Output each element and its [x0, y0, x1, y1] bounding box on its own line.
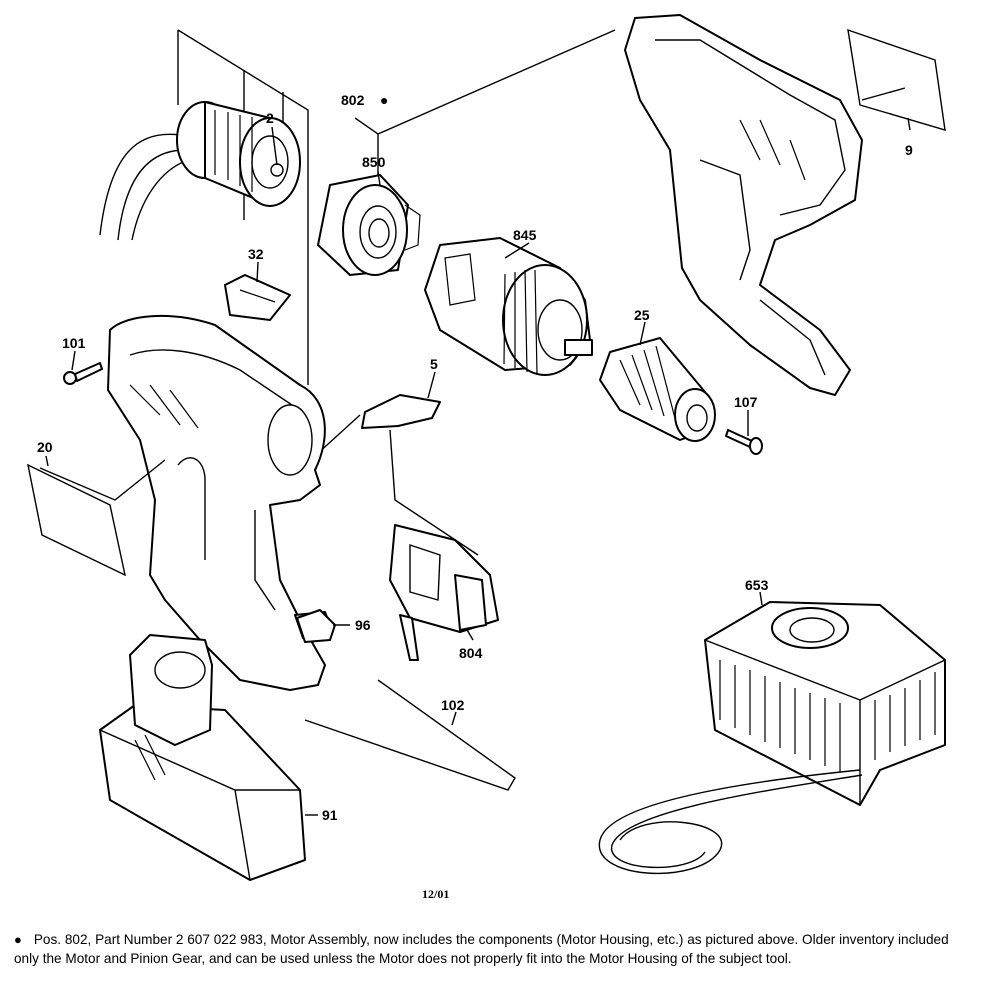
label-20: 20: [37, 439, 53, 455]
housing-half-part-9: [624, 14, 946, 396]
label-96: 96: [355, 617, 371, 633]
wrench-part-102: [304, 679, 516, 791]
label-653: 653: [745, 577, 769, 593]
label-101: 101: [62, 335, 86, 351]
label-845: 845: [513, 227, 537, 243]
label-804: 804: [459, 645, 483, 661]
cap-part-32: [224, 274, 291, 321]
label-802-marker: ●: [380, 92, 388, 108]
exploded-parts-diagram: 2 802 ● 850 845 9 32 101 5 25 107 20 96 …: [27, 14, 946, 901]
gearbox-part-845: [424, 237, 593, 376]
label-2: 2: [266, 110, 274, 126]
charger-part-653: [598, 601, 946, 875]
label-802: 802: [341, 92, 365, 108]
label-102: 102: [441, 697, 465, 713]
revision-date: 12/01: [422, 887, 449, 901]
label-91: 91: [322, 807, 338, 823]
callout-labels: 2 802 ● 850 845 9 32 101 5 25 107 20 96 …: [37, 92, 913, 901]
label-850: 850: [362, 154, 386, 170]
chuck-part-25: [599, 337, 716, 442]
motor-housing-part-850: [317, 174, 421, 276]
battery-part-91: [99, 634, 306, 881]
label-5: 5: [430, 356, 438, 372]
motor-part-2: [99, 101, 301, 241]
label-32: 32: [248, 246, 264, 262]
label-25: 25: [634, 307, 650, 323]
label-107: 107: [734, 394, 758, 410]
screw-part-101: [63, 362, 103, 385]
switch-part-804: [389, 524, 499, 661]
link-part-5: [304, 394, 479, 556]
latch-part-96: [296, 609, 336, 643]
leader-lines: [45, 117, 911, 816]
footnote-bullet: ●: [14, 932, 22, 947]
screw-part-107: [725, 429, 763, 455]
nameplate-part-20: [27, 463, 126, 577]
label-9: 9: [905, 142, 913, 158]
footnote: ●Pos. 802, Part Number 2 607 022 983, Mo…: [14, 930, 974, 968]
footnote-text: Pos. 802, Part Number 2 607 022 983, Mot…: [14, 932, 949, 966]
